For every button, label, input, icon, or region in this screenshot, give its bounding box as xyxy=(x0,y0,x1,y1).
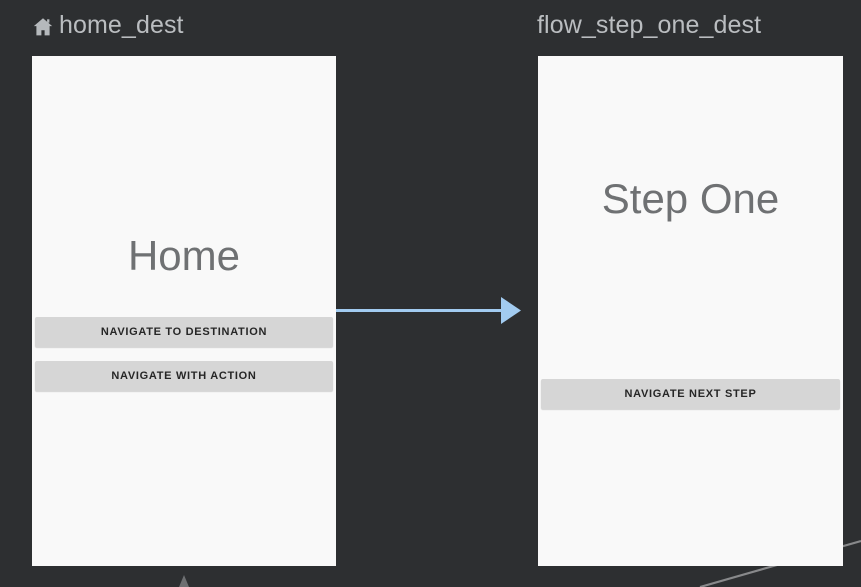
home-icon xyxy=(31,15,55,39)
navigate-next-step-button[interactable]: NAVIGATE NEXT STEP xyxy=(541,379,840,409)
connector-home-to-step-one[interactable] xyxy=(336,297,521,324)
navigate-to-destination-button[interactable]: NAVIGATE TO DESTINATION xyxy=(35,317,333,347)
destination-label-home-dest[interactable]: home_dest xyxy=(31,13,184,38)
destination-card-flow-step-one-dest[interactable]: Step One NAVIGATE NEXT STEP xyxy=(538,56,843,566)
navigate-with-action-button[interactable]: NAVIGATE WITH ACTION xyxy=(35,361,333,391)
destination-label-flow-step-one-dest[interactable]: flow_step_one_dest xyxy=(537,13,761,38)
destination-label-text: home_dest xyxy=(59,11,184,39)
screen-title-step-one: Step One xyxy=(601,175,780,222)
destination-card-home-dest[interactable]: Home NAVIGATE TO DESTINATION NAVIGATE WI… xyxy=(32,56,336,566)
destination-label-text: flow_step_one_dest xyxy=(537,11,762,39)
connector-home-outgoing-bottom[interactable] xyxy=(179,575,189,587)
screen-title-home: Home xyxy=(127,232,241,279)
